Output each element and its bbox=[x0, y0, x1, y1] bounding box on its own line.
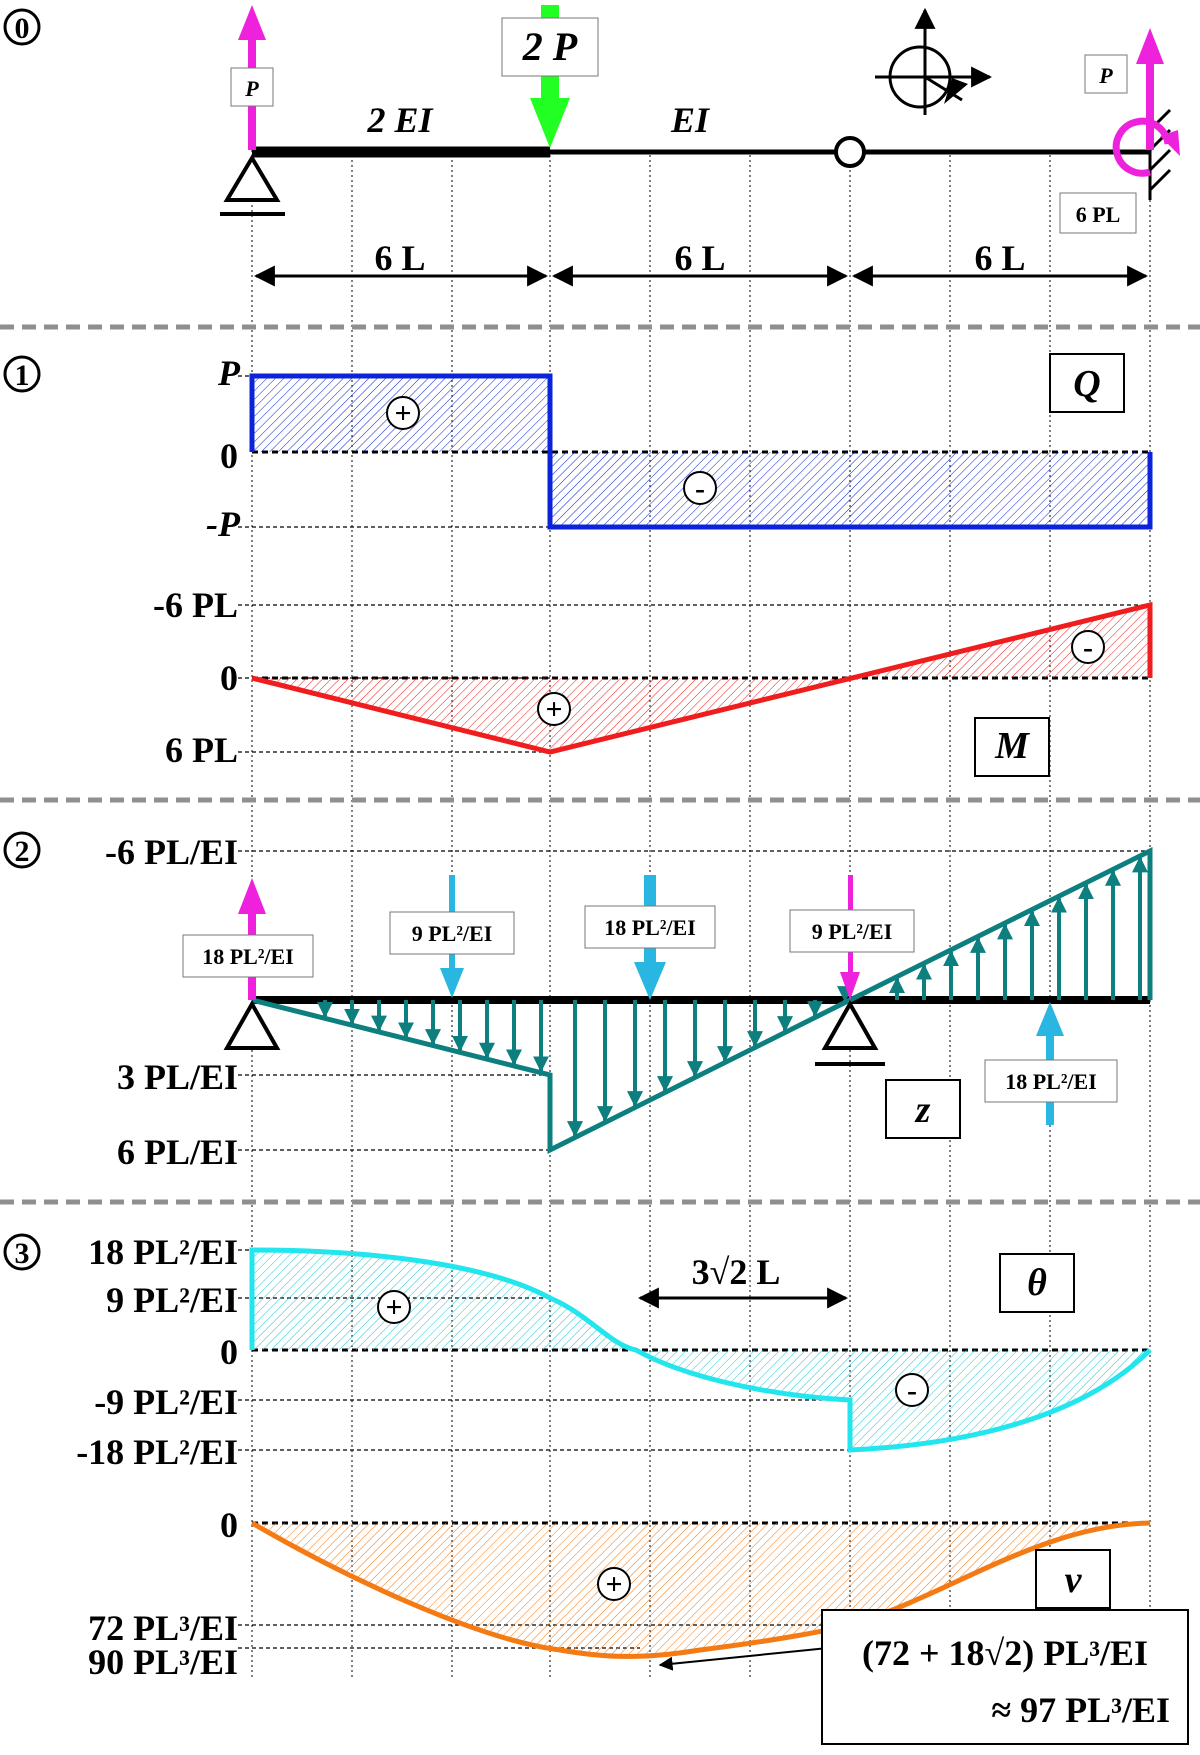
rotation-diagram bbox=[252, 1250, 636, 1350]
reaction-moment-arrow bbox=[1112, 117, 1180, 177]
section-separators bbox=[0, 324, 1200, 1205]
section-3-rotation-deflection: 3 18 PL²/EI 9 PL²/EI 0 -9 PL²/EI -18 PL²… bbox=[3, 1232, 1189, 1745]
rotation-diagram-negative bbox=[636, 1350, 1150, 1450]
moment-tick-zero: 0 bbox=[220, 658, 238, 698]
span-label-1: 6 L bbox=[374, 238, 425, 278]
rotation-tick-18: 18 PL²/EI bbox=[88, 1232, 238, 1272]
conjugate-force-1: 9 PL²/EI bbox=[412, 921, 493, 946]
sign-convention-icon bbox=[875, 7, 993, 115]
max-deflection-line1: (72 + 18√2) PL³/EI bbox=[862, 1633, 1148, 1673]
conjugate-force-3: 9 PL²/EI bbox=[812, 919, 893, 944]
deflection-tick-zero: 0 bbox=[220, 1505, 238, 1545]
span-label-2: 6 L bbox=[674, 238, 725, 278]
section-number-3: 3 bbox=[15, 1237, 30, 1270]
section-number-1: 1 bbox=[15, 359, 30, 392]
load-label-right: P bbox=[1098, 63, 1113, 88]
sign-plus-moment: + bbox=[545, 693, 562, 726]
deflection-label: v bbox=[1065, 1559, 1083, 1601]
section-2-conjugate-beam: 2 -6 PL/EI 3 PL/EI 6 PL/EI 18 PL²/EI bbox=[3, 831, 1153, 1172]
moment-tick-6pl: 6 PL bbox=[165, 730, 238, 770]
shear-tick-p: P bbox=[217, 353, 241, 393]
hinge bbox=[834, 136, 866, 168]
rotation-tick-9: 9 PL²/EI bbox=[106, 1280, 238, 1320]
zero-rotation-dimension-label: 3√2 L bbox=[692, 1252, 781, 1292]
section-0-beam: 0 P 2 P bbox=[3, 5, 1180, 287]
deflection-tick-90: 90 PL³/EI bbox=[88, 1642, 238, 1682]
sign-plus-deflection: + bbox=[605, 1568, 622, 1601]
span-label-3: 6 L bbox=[974, 238, 1025, 278]
shear-label: Q bbox=[1073, 363, 1100, 405]
curvature-tick-6: 6 PL/EI bbox=[117, 1132, 238, 1172]
shear-tick-negp: -P bbox=[206, 504, 241, 544]
moment-label: M bbox=[994, 725, 1030, 767]
section-number-0: 0 bbox=[15, 12, 30, 45]
conjugate-force-left: 18 PL²/EI bbox=[202, 944, 294, 969]
conjugate-force-2: 18 PL²/EI bbox=[604, 915, 696, 940]
curvature-load-arrows bbox=[317, 856, 1148, 1138]
curvature-tick-neg6: -6 PL/EI bbox=[105, 832, 238, 872]
shear-diagram-negative bbox=[550, 452, 1150, 527]
rotation-tick-zero: 0 bbox=[220, 1332, 238, 1372]
sign-plus-rotation: + bbox=[385, 1291, 402, 1324]
rotation-label: θ bbox=[1027, 1262, 1047, 1304]
sign-minus-shear: - bbox=[695, 472, 705, 505]
sign-plus-shear: + bbox=[394, 397, 411, 430]
deflection-diagram bbox=[252, 1523, 1150, 1657]
max-deflection-line2: ≈ 97 PL³/EI bbox=[991, 1690, 1170, 1730]
stiffness-label-right: EI bbox=[670, 100, 711, 140]
rotation-tick-neg18: -18 PL²/EI bbox=[76, 1432, 238, 1472]
deflection-tick-72: 72 PL³/EI bbox=[88, 1608, 238, 1648]
curvature-label: z bbox=[914, 1089, 931, 1131]
reaction-arrow-right bbox=[1136, 28, 1164, 150]
rotation-tick-neg9: -9 PL²/EI bbox=[94, 1382, 238, 1422]
shear-tick-zero: 0 bbox=[220, 436, 238, 476]
max-deflection-leader bbox=[658, 1647, 829, 1671]
moment-tick-neg6pl: -6 PL bbox=[153, 585, 238, 625]
section-number-2: 2 bbox=[15, 835, 30, 868]
pin-support-conjugate-left bbox=[223, 999, 281, 1050]
load-label-mid: 2 P bbox=[522, 24, 578, 69]
sign-minus-moment: - bbox=[1083, 631, 1093, 664]
moment-label-right: 6 PL bbox=[1076, 202, 1121, 227]
stiffness-label-left: 2 EI bbox=[366, 100, 434, 140]
load-label-left: P bbox=[244, 76, 259, 101]
section-1-shear-moment: 1 P 0 -P Q + - -6 PL 0 6 PL bbox=[3, 353, 1153, 777]
pin-support-left bbox=[220, 154, 285, 216]
conjugate-force-4: 18 PL²/EI bbox=[1005, 1069, 1097, 1094]
sign-minus-rotation: - bbox=[907, 1374, 917, 1407]
curvature-tick-3: 3 PL/EI bbox=[117, 1057, 238, 1097]
pin-support-conjugate-mid bbox=[815, 999, 885, 1066]
